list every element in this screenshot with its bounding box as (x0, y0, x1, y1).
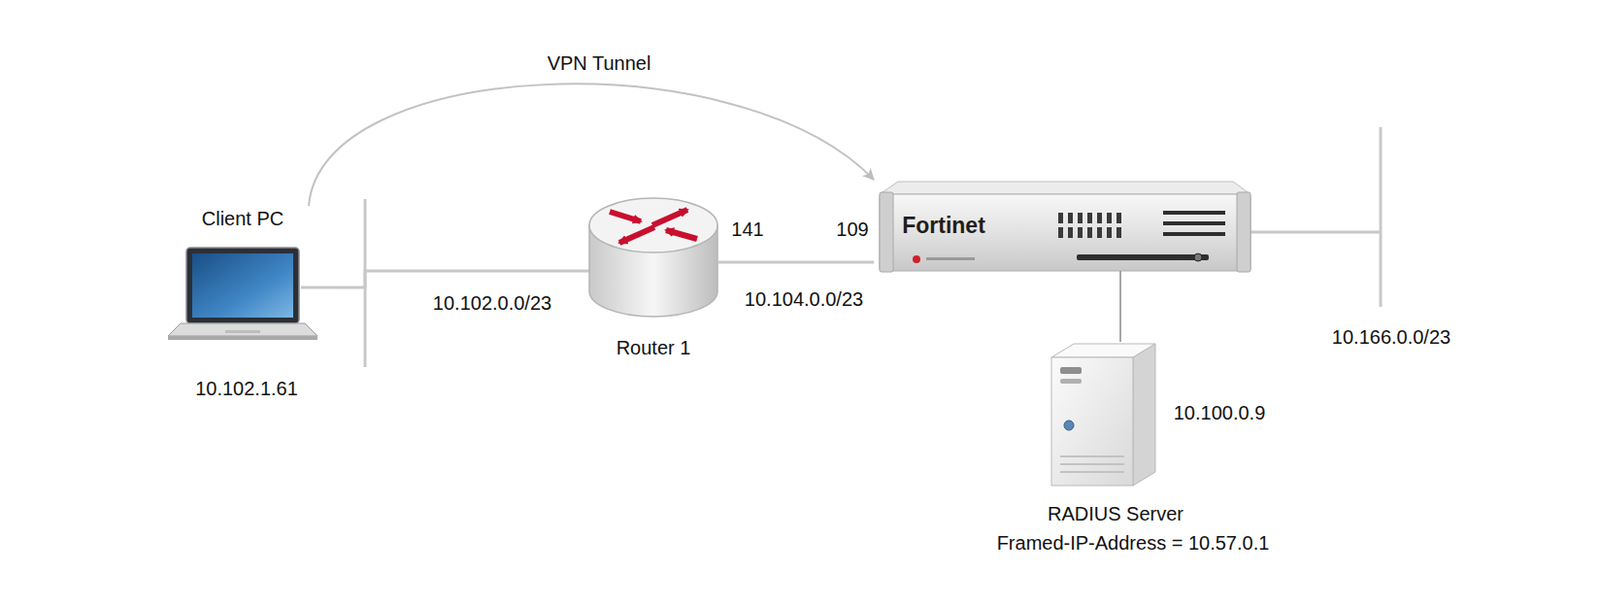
interface-number: 141 (731, 217, 764, 241)
network-link (1119, 272, 1122, 342)
laptop-screen (192, 253, 294, 318)
vent-slot (1106, 212, 1112, 224)
vpn-tunnel-arc (308, 83, 874, 206)
server-vent (1060, 455, 1125, 458)
node-label: RADIUS Server (1047, 501, 1184, 526)
edge-label: 10.104.0.0/23 (744, 287, 864, 311)
server-side (1133, 343, 1156, 486)
node-label: 10.100.0.9 (1173, 400, 1267, 425)
server-vent (1060, 463, 1125, 466)
vent-slot (1116, 227, 1122, 238)
radius-server: 10.100.0.9RADIUS ServerFramed-IP-Address… (961, 341, 1292, 561)
firewall-appliance: Fortinet (873, 179, 1255, 273)
drive-slot (1163, 221, 1226, 226)
network-wire (1119, 270, 1122, 273)
server-button (1064, 420, 1074, 431)
router-arrow (652, 209, 688, 226)
power-button (1194, 253, 1202, 262)
network-wire (300, 286, 332, 290)
router-top (589, 198, 718, 253)
edge-label: VPN Tunnel (547, 51, 652, 75)
router-arrow (666, 230, 698, 239)
vent-slot (1067, 212, 1073, 224)
vent-slot (1097, 212, 1102, 224)
brand-label: Fortinet (901, 213, 986, 237)
vent-slot (1058, 212, 1064, 224)
vent-slot (1116, 212, 1122, 224)
node-label: 10.102.1.61 (195, 376, 299, 400)
drive-slot (1163, 232, 1226, 236)
vent-slot (1087, 212, 1093, 224)
appliance-top (879, 181, 1251, 195)
interface-number: 109 (835, 217, 868, 241)
network-link (718, 261, 874, 265)
laptop-touchpad (225, 330, 261, 334)
client-pc: Client PC 10.102.1.61 (155, 205, 332, 405)
vent-slot (1097, 227, 1102, 238)
network-bus (364, 199, 367, 367)
edge-label: 10.102.0.0/23 (433, 291, 552, 315)
drive-slot (1163, 210, 1226, 215)
network-wire (1250, 231, 1381, 234)
drive-bay (1060, 366, 1082, 374)
router-arrow (609, 211, 641, 222)
rack-ear (879, 192, 894, 272)
subnet-label: 10.166.0.0/23 (1332, 325, 1451, 349)
server-vent (1060, 470, 1125, 473)
status-led (912, 255, 921, 264)
vent-slot (1077, 212, 1083, 224)
vent-slot (1058, 227, 1064, 238)
laptop-bezel (186, 247, 300, 324)
router: Router 1 (589, 198, 719, 362)
drive-bay (1060, 378, 1082, 384)
laptop-base (167, 323, 318, 336)
vent-slot (1077, 227, 1083, 238)
vent-slot (1106, 227, 1112, 238)
vent-grid (1058, 212, 1122, 238)
node-label: Client PC (201, 206, 284, 231)
vent-slot (1067, 227, 1073, 238)
front-slot (1076, 254, 1209, 261)
model-mark (926, 257, 975, 261)
rack-ear (1236, 192, 1251, 272)
appliance-front (879, 194, 1251, 271)
network-link (331, 270, 590, 288)
laptop-edge (167, 335, 318, 340)
vent-slot (1087, 227, 1093, 238)
node-label: Framed-IP-Address = 10.57.0.1 (997, 531, 1270, 555)
server-front (1051, 357, 1134, 486)
node-label: Router 1 (616, 335, 692, 360)
router-arrow (619, 227, 655, 243)
network-bus (1379, 127, 1383, 307)
